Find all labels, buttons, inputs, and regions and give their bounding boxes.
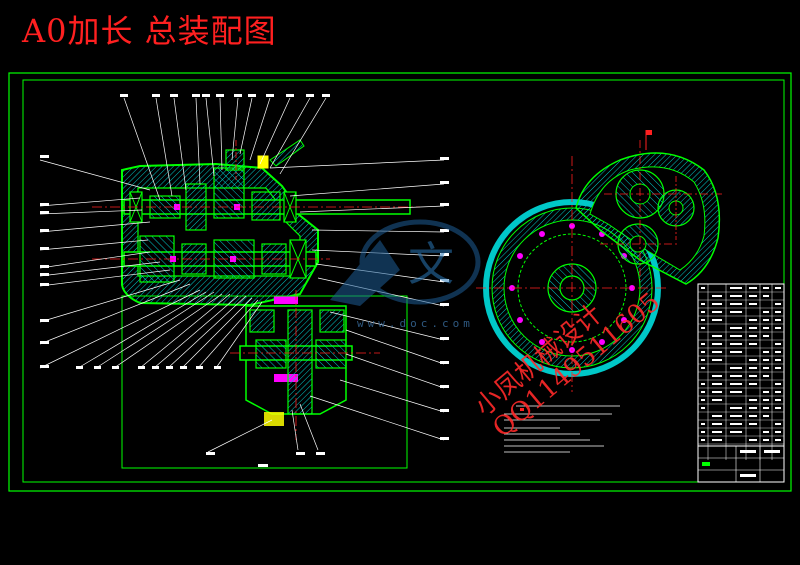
parts-list-table [697, 283, 785, 483]
svg-text:文: 文 [408, 237, 454, 291]
gearbox-section-view [92, 139, 420, 469]
watermark-site: www.doc.com [357, 317, 474, 330]
technical-notes [504, 405, 620, 453]
part-leaders-top [123, 97, 327, 201]
watermark-logo: 文 [330, 219, 481, 306]
inner-frame [22, 79, 785, 483]
outer-frame [8, 72, 792, 492]
drawing-title: A0加长 总装配图 [22, 12, 277, 50]
part-leaders-left [39, 159, 263, 369]
part-number-marks [40, 94, 449, 455]
gearbox-end-view [476, 130, 722, 392]
